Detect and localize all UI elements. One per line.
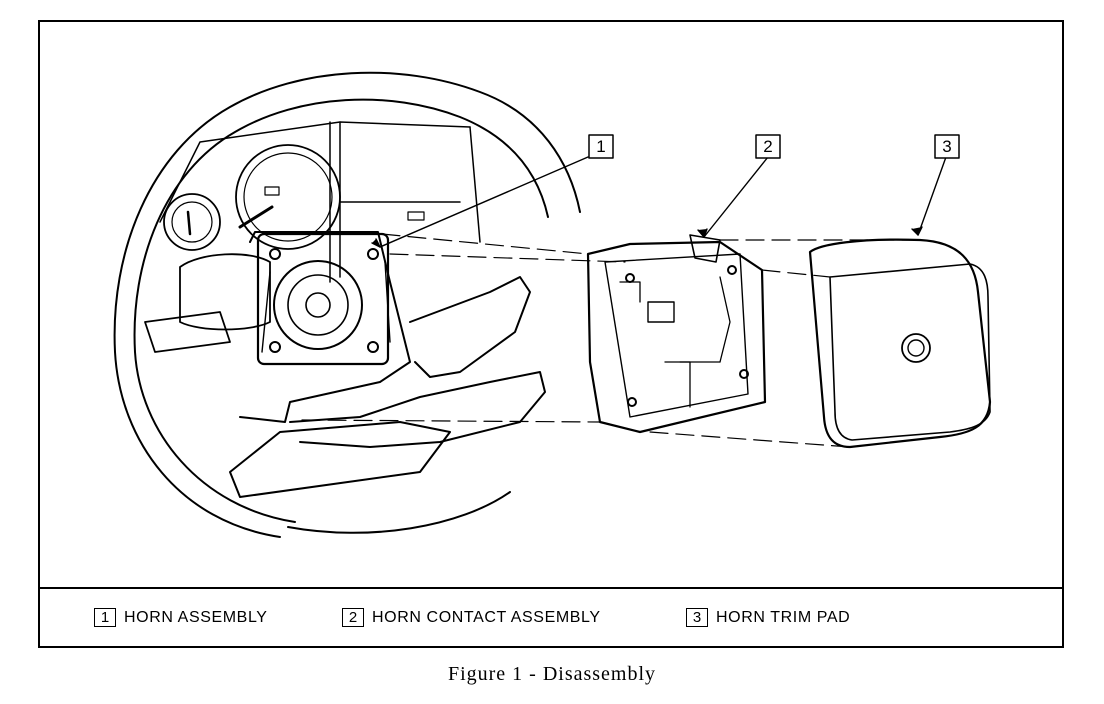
callout-leaders <box>371 156 947 248</box>
legend-item-horn-assembly: 1 HORN ASSEMBLY <box>94 608 268 627</box>
legend-label: HORN CONTACT ASSEMBLY <box>372 608 601 626</box>
callout-2-number: 2 <box>763 137 772 156</box>
legend-number: 1 <box>94 608 116 627</box>
legend-item-horn-trim-pad: 3 HORN TRIM PAD <box>686 608 850 627</box>
legend: 1 HORN ASSEMBLY 2 HORN CONTACT ASSEMBLY … <box>40 589 1062 646</box>
horn-contact-plate <box>586 234 767 434</box>
callout-2: 2 <box>755 134 781 159</box>
cropped-header-text <box>0 0 1104 6</box>
callout-3: 3 <box>934 134 960 159</box>
horn-trim-pad <box>808 238 992 449</box>
legend-label: HORN ASSEMBLY <box>124 608 268 626</box>
steering-wheel-exploded-diagram: 1 2 3 <box>113 71 992 538</box>
steering-wheel <box>113 71 581 538</box>
legend-number: 2 <box>342 608 364 627</box>
callout-1: 1 <box>588 134 614 159</box>
figure-caption: Figure 1 - Disassembly <box>447 663 657 685</box>
callout-3-number: 3 <box>942 137 951 156</box>
legend-number: 3 <box>686 608 708 627</box>
callout-1-number: 1 <box>596 137 605 156</box>
legend-label: HORN TRIM PAD <box>716 608 851 626</box>
legend-item-horn-contact-assembly: 2 HORN CONTACT ASSEMBLY <box>342 608 601 627</box>
explode-lines <box>301 233 921 448</box>
figure-frame: 1 HORN ASSEMBLY 2 HORN CONTACT ASSEMBLY … <box>38 20 1064 648</box>
legend-divider <box>40 587 1062 589</box>
